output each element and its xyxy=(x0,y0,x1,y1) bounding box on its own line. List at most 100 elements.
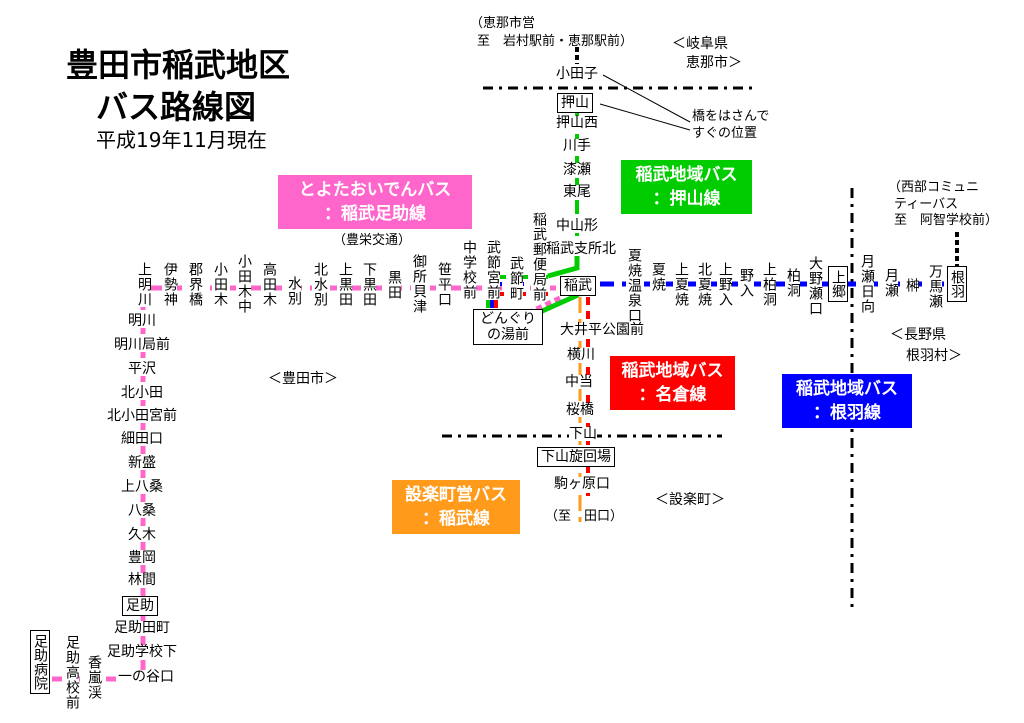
callout-line xyxy=(599,103,691,131)
station-donguri: どんぐり の湯前 xyxy=(473,309,543,345)
station: 上夏焼 xyxy=(673,262,689,307)
callout-line xyxy=(602,74,691,123)
station: 榊 xyxy=(904,278,920,293)
station: 万馬瀬 xyxy=(927,264,943,309)
legend-line1: 稲武地域バス xyxy=(621,361,724,381)
legend-line1: とよたおいでんバス xyxy=(298,180,452,200)
station: 明川局前 xyxy=(114,337,170,353)
station-asuke: 足助 xyxy=(122,596,158,616)
region-shitara: ＜設楽町＞ xyxy=(655,492,725,508)
station: 川手 xyxy=(563,138,591,154)
station: 月瀬 xyxy=(883,268,899,298)
station: 上野入 xyxy=(717,262,733,307)
station: 中山形 xyxy=(556,218,598,234)
legend-nebane: 稲武地域バス ：根羽線 xyxy=(782,374,912,428)
station-inabu: 稲武 xyxy=(560,276,596,296)
station: 豊岡 xyxy=(128,550,156,566)
station-oshiyama: 押山 xyxy=(557,93,593,113)
station: 横川 xyxy=(567,347,595,363)
legend-line1: 稲武地域バス xyxy=(796,379,898,399)
station: 細田口 xyxy=(121,431,163,447)
station-donguri-line2: の湯前 xyxy=(487,327,529,343)
station: 稲武郵便局前 xyxy=(531,212,547,302)
station: 北小田宮前 xyxy=(107,408,177,424)
station: 武節宮前 xyxy=(485,240,501,300)
station: 押山西 xyxy=(556,115,598,131)
station: 黒田 xyxy=(386,270,402,300)
note-taguchi: （至 田口） xyxy=(545,509,624,524)
station: 小田子 xyxy=(556,66,598,82)
note-seibu-1: （西部コミュニ xyxy=(888,180,980,195)
note-ena-2: 至 岩村駅前・恵那駅前） xyxy=(477,34,634,49)
green-route-turn xyxy=(547,255,580,279)
station-asuke-hospital: 足助病院 xyxy=(30,630,50,694)
region-nagano-1: ＜長野県 xyxy=(890,327,946,343)
station: 水別 xyxy=(286,276,302,306)
station: 御所貝津 xyxy=(411,254,427,314)
region-toyota: ＜豊田市＞ xyxy=(268,371,338,387)
note-bridge-1: 橋をはさんで xyxy=(692,109,770,124)
station: 足助高校前 xyxy=(64,635,80,710)
legend-line2: ：押山線 xyxy=(652,189,721,209)
station: 大井平公園前 xyxy=(560,322,644,338)
station: 武節町 xyxy=(508,256,524,301)
station: 夏焼温泉口 xyxy=(626,248,642,323)
legend-line2: ：稲武足助線 xyxy=(324,204,426,224)
station: 月瀬日向 xyxy=(859,254,875,314)
station: 一の谷口 xyxy=(118,669,174,685)
station: 北小田 xyxy=(121,385,163,401)
station: 足助学校下 xyxy=(107,644,177,660)
note-seibu-2: ティーバス xyxy=(894,197,959,212)
station: 中学校前 xyxy=(461,240,477,300)
station: 夏焼 xyxy=(650,262,666,292)
station: 上柏洞 xyxy=(761,262,777,307)
station: 東尾 xyxy=(563,184,591,200)
station: 久木 xyxy=(128,527,156,543)
station: 小田木中 xyxy=(236,254,252,314)
map-subtitle: バス路線図 xyxy=(96,88,257,126)
legend-toyota-oiden: とよたおいでんバス ：稲武足助線 xyxy=(278,175,472,229)
station-shimoyama-turnaround: 下山旋回場 xyxy=(537,447,615,467)
station: 柏洞 xyxy=(785,268,801,298)
station: 小田木 xyxy=(212,262,228,307)
station-donguri-line1: どんぐり xyxy=(480,311,536,327)
station: 郡界橋 xyxy=(187,262,203,307)
legend-line1: 稲武地域バス xyxy=(635,165,738,185)
station: 明川 xyxy=(128,313,156,329)
station: 下黒田 xyxy=(361,262,377,307)
station: 桜橋 xyxy=(566,402,594,418)
station: 平沢 xyxy=(128,361,156,377)
station: 上明川 xyxy=(136,262,152,307)
map-date: 平成19年11月現在 xyxy=(96,128,267,152)
legend-line2: ：名倉線 xyxy=(638,385,707,405)
legend-oshiyama: 稲武地域バス ：押山線 xyxy=(621,160,752,214)
station: 駒ヶ原口 xyxy=(554,476,610,492)
legend-nagura: 稲武地域バス ：名倉線 xyxy=(610,356,735,410)
operator-label: （豊栄交通） xyxy=(333,233,412,248)
station: 新盛 xyxy=(128,455,156,471)
station: 下山 xyxy=(569,426,597,442)
map-title: 豊田市稲武地区 xyxy=(66,46,291,84)
note-ena-1: （恵那市営 xyxy=(470,16,536,31)
station: 伊勢神 xyxy=(162,262,178,307)
station: 香嵐渓 xyxy=(86,655,102,700)
pink-route-donguri xyxy=(528,295,562,315)
station-kamigo: 上郷 xyxy=(828,266,848,302)
station: 大野瀬口 xyxy=(807,256,823,316)
legend-line2: ：根羽線 xyxy=(813,403,881,423)
station: 上黒田 xyxy=(337,262,353,307)
legend-line1: 設楽町営バス xyxy=(405,485,507,505)
station: 足助田町 xyxy=(114,620,170,636)
station: 中当 xyxy=(565,374,593,390)
note-seibu-3: 至 阿智学校前） xyxy=(894,213,999,228)
legend-line2: ：稲武線 xyxy=(422,509,490,529)
station: 笹平口 xyxy=(436,262,452,307)
region-gifu-1: ＜岐阜県 xyxy=(672,36,728,52)
legend-shitara: 設楽町営バス ：稲武線 xyxy=(392,480,520,534)
green-route-donguri xyxy=(538,292,580,315)
note-bridge-2: すぐの位置 xyxy=(692,126,758,141)
station: 八桑 xyxy=(128,503,156,519)
station: 漆瀬 xyxy=(563,162,591,178)
station: 野入 xyxy=(738,268,754,298)
